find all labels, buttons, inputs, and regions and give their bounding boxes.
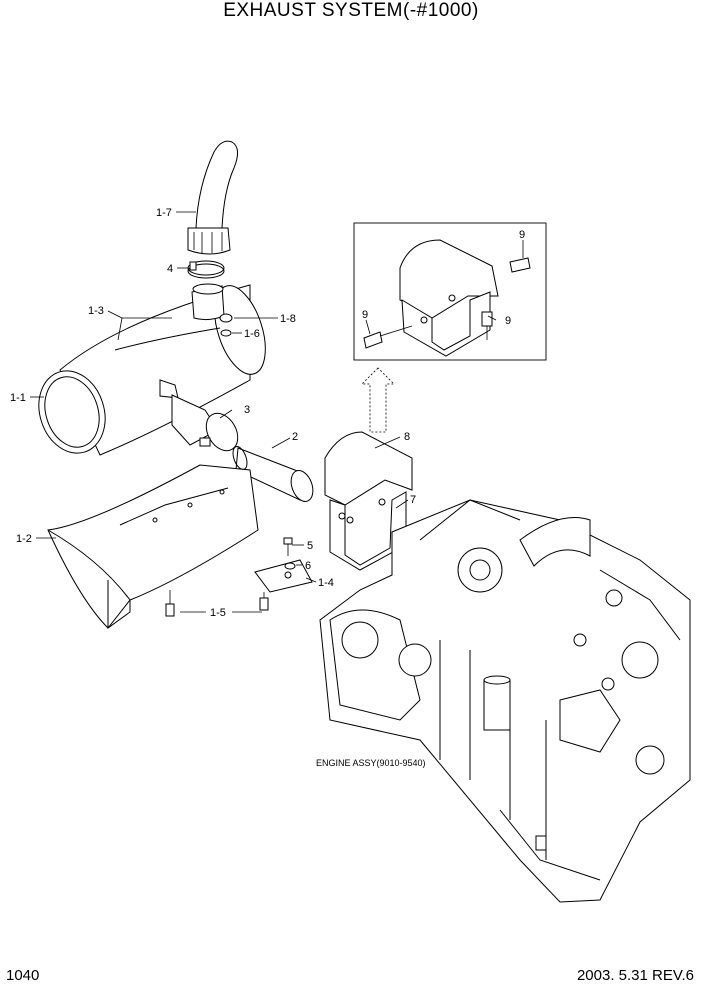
exhaust-pipe-part bbox=[187, 140, 238, 255]
bracket-part bbox=[254, 559, 313, 593]
callout-4: 4 bbox=[167, 263, 173, 275]
callout-9: 9 bbox=[519, 229, 525, 241]
page-number: 1040 bbox=[6, 967, 40, 984]
callout-5: 5 bbox=[307, 540, 313, 552]
leader-lines bbox=[30, 211, 524, 613]
callout-7: 7 bbox=[410, 494, 416, 506]
page-title: EXHAUST SYSTEM(-#1000) bbox=[223, 0, 479, 21]
washer-part bbox=[219, 313, 233, 323]
muffler-part bbox=[38, 283, 266, 456]
date-revision: 2003. 5.31 REV.6 bbox=[576, 967, 694, 984]
callout-9: 9 bbox=[505, 315, 511, 327]
engine-assy-part bbox=[319, 499, 691, 903]
callout-1-6: 1-6 bbox=[244, 328, 260, 340]
callout-1-5: 1-5 bbox=[210, 607, 226, 619]
callout-1-2: 1-2 bbox=[16, 533, 32, 545]
callout-3: 3 bbox=[244, 404, 250, 416]
detail-arrow bbox=[361, 367, 395, 433]
callout-1-8: 1-8 bbox=[280, 313, 296, 325]
nut-part bbox=[220, 329, 232, 337]
engine-assy-label: ENGINE ASSY(9010-9540) bbox=[316, 758, 426, 768]
callout-1-3: 1-3 bbox=[88, 305, 104, 317]
heat-shield-part bbox=[47, 464, 259, 629]
callout-8: 8 bbox=[404, 431, 410, 443]
pipe-part bbox=[232, 446, 314, 502]
bolt-part bbox=[165, 590, 269, 617]
callout-9: 9 bbox=[362, 309, 368, 321]
callout-1-1: 1-1 bbox=[10, 392, 26, 404]
bracket-cover-part bbox=[324, 431, 413, 571]
callout-1-4: 1-4 bbox=[318, 577, 334, 589]
callout-6: 6 bbox=[305, 560, 311, 572]
clamp-part bbox=[187, 260, 225, 279]
clamp-part bbox=[199, 412, 239, 452]
detail-inset bbox=[353, 222, 547, 361]
bolt-part bbox=[283, 537, 296, 570]
callout-1-7: 1-7 bbox=[156, 207, 172, 219]
callout-2: 2 bbox=[292, 431, 298, 443]
